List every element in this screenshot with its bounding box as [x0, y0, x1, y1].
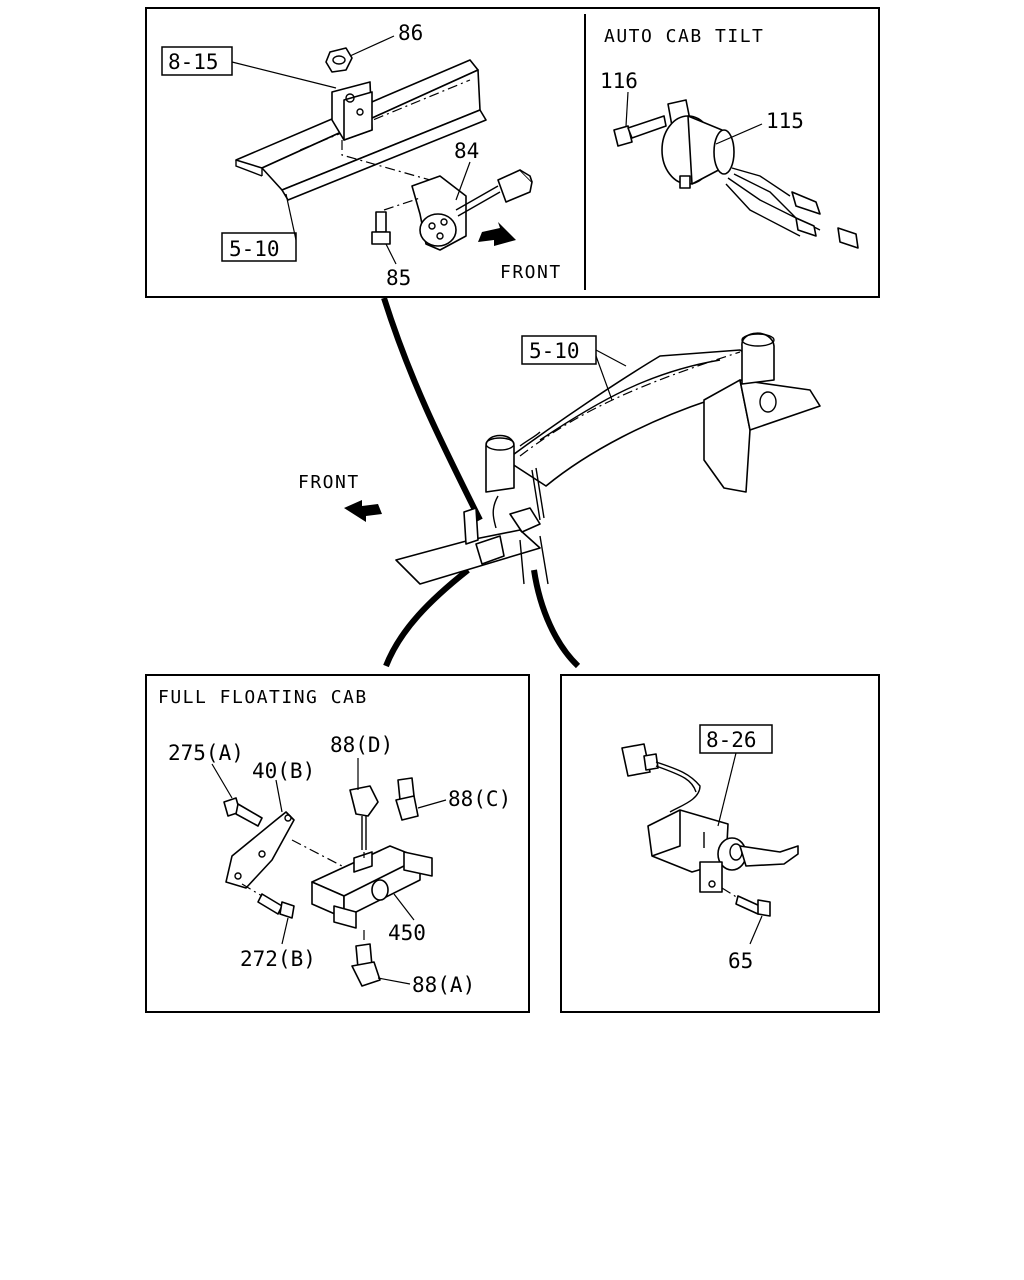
- sensor-84-drawing: [411, 169, 533, 251]
- switch-body-drawing: [647, 809, 799, 893]
- callout-84: 84: [454, 139, 479, 163]
- panel-switch-frame: [560, 674, 880, 1013]
- callout-86: 86: [398, 21, 423, 45]
- leader-40b: [275, 779, 283, 813]
- arc-to-switch: [531, 569, 581, 669]
- bolt-116-drawing: [613, 115, 667, 147]
- leader-8-26: [717, 752, 737, 827]
- caption-auto-cab-tilt: AUTO CAB TILT: [604, 26, 764, 47]
- caption-full-floating-cab: FULL FLOATING CAB: [158, 687, 368, 708]
- callout-450: 450: [388, 921, 426, 945]
- panel-full-floating-cab: FULL FLOATING CAB: [145, 674, 530, 1013]
- bracket-drawing: [331, 81, 431, 181]
- front-arrow-icon: [478, 222, 516, 246]
- callout-88d: 88(D): [330, 733, 393, 757]
- callout-40b: 40(B): [252, 759, 315, 783]
- callout-116: 116: [600, 69, 638, 93]
- leader-65: [749, 915, 763, 945]
- panel-auto-cab-tilt: AUTO CAB TILT 116 115: [600, 26, 859, 249]
- leader-8-15: [231, 61, 337, 89]
- fitting-88a-drawing: [351, 928, 381, 987]
- fitting-88c-drawing: [395, 777, 419, 821]
- callout-88a: 88(A): [412, 973, 475, 997]
- ref-8-15: 8-15: [168, 50, 219, 74]
- block-450-drawing: [311, 845, 433, 929]
- valve-assembly-drawing: [475, 535, 505, 565]
- panel-mount-frame: [145, 7, 880, 298]
- callout-115: 115: [766, 109, 804, 133]
- ref-box-5-10: [221, 232, 297, 262]
- bolt-272b-drawing: [241, 883, 295, 919]
- ref-box-8-15: [161, 46, 233, 76]
- callout-275a: 275(A): [168, 741, 244, 765]
- leader-450: [393, 893, 415, 921]
- panel-switch: 8-26 65: [560, 674, 880, 1013]
- leader-275a: [211, 763, 233, 799]
- arc-to-floating: [383, 567, 470, 668]
- bolt-275a-drawing: [223, 797, 263, 827]
- overview-assembly: FRONT 5-10: [298, 297, 821, 669]
- leader-5-10-overview: [595, 349, 627, 401]
- fitting-88d-drawing: [349, 785, 379, 858]
- leader-116: [625, 91, 629, 127]
- nut-86-drawing: [325, 47, 353, 73]
- ref-5-10: 5-10: [229, 237, 280, 261]
- leader-88a: [377, 977, 411, 985]
- arc-to-mount: [381, 297, 483, 522]
- leader-85: [385, 243, 397, 265]
- front-label: FRONT: [500, 262, 562, 283]
- callout-65: 65: [728, 949, 753, 973]
- connector-drawing: [621, 743, 701, 813]
- bolt-65-drawing: [721, 887, 771, 917]
- callout-88c: 88(C): [448, 787, 511, 811]
- ref-5-10-overview: 5-10: [529, 339, 580, 363]
- bracket-40b-drawing: [225, 811, 343, 889]
- leader-88c: [417, 799, 447, 809]
- callout-85: 85: [386, 266, 411, 290]
- leader-272b: [281, 917, 289, 945]
- front-arrow-overview-icon: [344, 500, 382, 522]
- panel-floating-frame: [145, 674, 530, 1013]
- cylinder-left: [485, 434, 515, 493]
- cylinder-right: [741, 332, 775, 385]
- bolt-85-drawing: [371, 197, 421, 245]
- leader-86: [349, 35, 395, 57]
- panel-mount-detail: 8-15 5-10 86 84 85 FRONT: [145, 7, 880, 298]
- front-label-overview: FRONT: [298, 472, 360, 493]
- ref-8-26: 8-26: [706, 728, 757, 752]
- valve-115-drawing: [661, 99, 859, 249]
- leader-84: [455, 161, 471, 201]
- leader-115: [715, 123, 763, 145]
- callout-272b: 272(B): [240, 947, 316, 971]
